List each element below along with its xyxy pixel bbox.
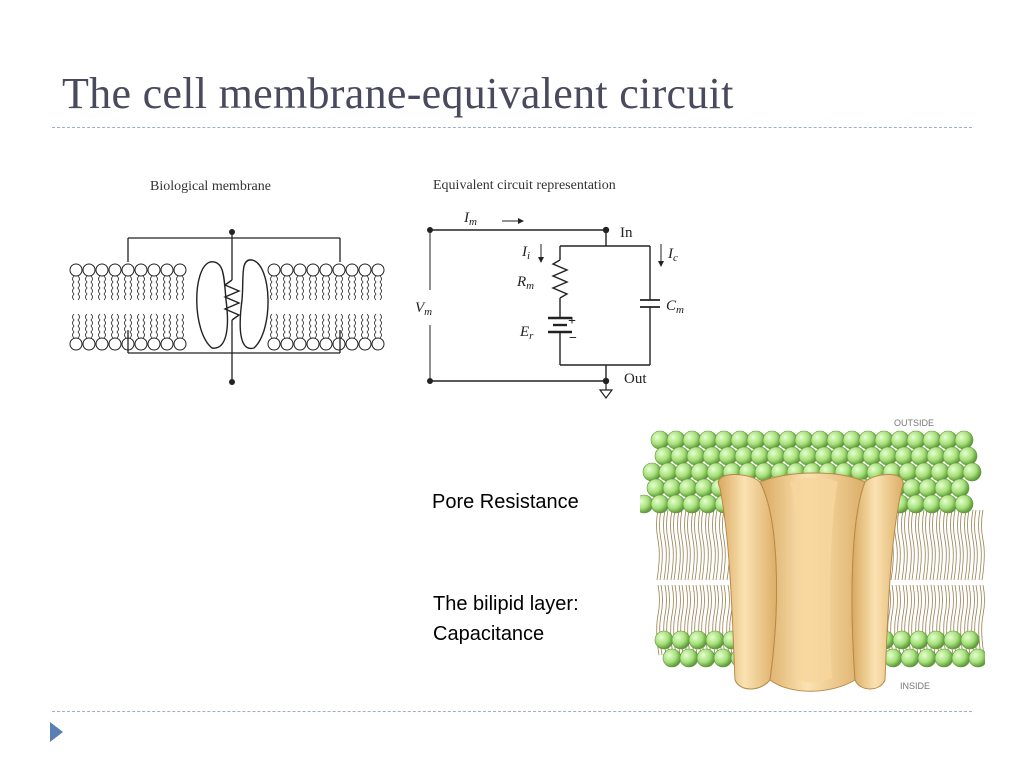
label-ic: Ic — [667, 246, 678, 264]
pore-resistance-label: Pore Resistance — [432, 491, 579, 513]
bilipid-label-line2: Capacitance — [433, 623, 545, 645]
label-vm: Vm — [415, 300, 432, 318]
title-divider — [52, 127, 972, 128]
footer-divider — [52, 711, 972, 712]
ion-channel-illustration: OUTSIDE INSIDE — [640, 418, 985, 692]
label-out: Out — [624, 371, 647, 387]
label-er: Er — [519, 324, 534, 342]
biological-membrane-diagram — [69, 229, 385, 385]
next-slide-arrow-icon[interactable] — [50, 722, 63, 742]
terminal-top-left — [427, 227, 433, 233]
bilipid-label-line1: The bilipid layer: — [433, 593, 579, 615]
label-ii: Ii — [521, 244, 530, 262]
channel-subunit-right — [851, 473, 904, 690]
circuit-caption: Equivalent circuit representation — [433, 178, 616, 193]
slide-title: The cell membrane-equivalent circuit — [62, 69, 734, 118]
label-minus: − — [569, 331, 577, 346]
resistor-icon — [223, 279, 241, 321]
resistor-rm-icon — [551, 259, 569, 299]
label-rm: Rm — [516, 274, 534, 292]
channel-pore — [790, 477, 838, 683]
label-in: In — [620, 225, 633, 241]
label-im: Im — [463, 210, 477, 228]
label-cm: Cm — [666, 298, 684, 316]
channel-protein-right — [239, 259, 269, 350]
label-plus: + — [568, 314, 576, 329]
terminal-bottom-left — [427, 378, 433, 384]
membrane-caption: Biological membrane — [150, 179, 271, 194]
equivalent-circuit-diagram: Im In Ii Ic Rm Cm Vm Er + − Out — [415, 210, 684, 399]
outside-label: OUTSIDE — [894, 418, 934, 428]
membrane-lipids — [69, 263, 385, 351]
inside-label: INSIDE — [900, 681, 930, 691]
ground-icon — [598, 389, 614, 399]
channel-protein-left — [196, 261, 229, 349]
